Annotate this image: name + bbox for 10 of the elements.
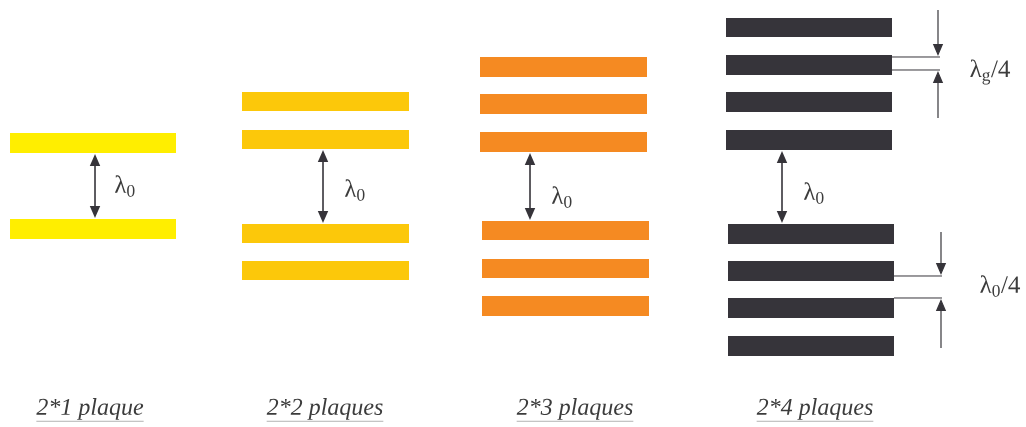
dimension-label: λ$_{0}$ [803,182,824,204]
dimension-label: λ$_{0}$/4 [980,275,1020,297]
caption: 2*3 plaques [516,398,634,422]
caption: 2*1 plaque [36,398,144,422]
dimension-label: λ$_{0}$ [345,179,365,201]
dimension-label: λ$_{0}$ [552,186,572,208]
dimension-label: λ$_{g}$/4 [970,59,1010,85]
caption: 2*4 plaques [756,398,874,422]
caption: 2*2 plaques [266,398,384,422]
dimension-label: λ$_{0}$ [115,175,135,197]
